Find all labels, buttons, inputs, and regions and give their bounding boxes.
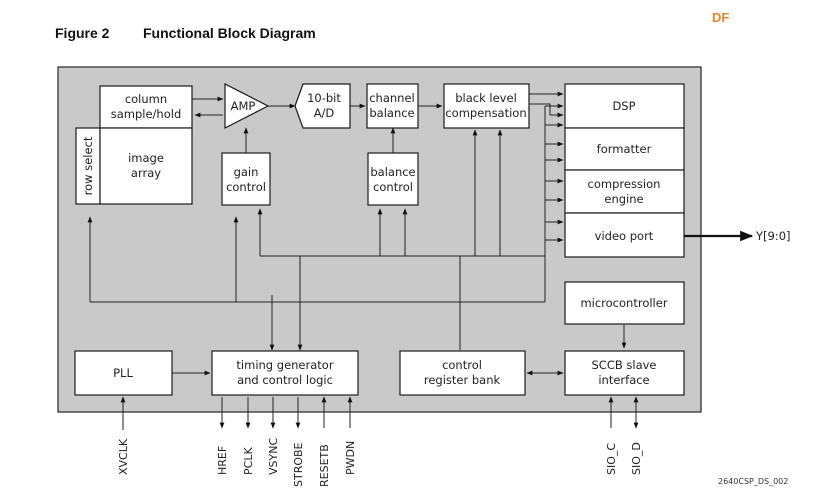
pin-xvclk: XVCLK xyxy=(117,438,130,475)
svg-text:black level: black level xyxy=(455,91,517,105)
svg-text:compensation: compensation xyxy=(445,106,526,120)
amp-block: AMP xyxy=(224,83,270,129)
svg-text:control: control xyxy=(373,180,413,194)
svg-text:A/D: A/D xyxy=(314,106,335,120)
svg-text:gain: gain xyxy=(234,165,259,179)
svg-text:AMP: AMP xyxy=(231,99,256,113)
svg-text:DSP: DSP xyxy=(612,99,635,113)
column-sample-hold-block: column sample/hold xyxy=(99,85,193,129)
pin-labels: XVCLK HREF PCLK VSYNC STROBE RESETB PWDN… xyxy=(117,438,643,487)
figure-title: Functional Block Diagram xyxy=(143,25,316,41)
svg-text:compression: compression xyxy=(588,177,661,191)
svg-text:register bank: register bank xyxy=(424,373,501,387)
figure-number: Figure 2 xyxy=(55,25,110,41)
svg-text:10-bit: 10-bit xyxy=(307,91,341,105)
svg-text:formatter: formatter xyxy=(597,142,652,156)
black-level-compensation-block: black level compensation xyxy=(443,83,530,129)
svg-text:control: control xyxy=(226,180,266,194)
svg-text:channel: channel xyxy=(369,91,415,105)
svg-text:microcontroller: microcontroller xyxy=(580,296,667,310)
video-port-block: video port xyxy=(564,212,685,258)
pin-strobe: STROBE xyxy=(292,442,305,487)
gain-control-block: gain control xyxy=(221,152,271,206)
svg-text:video port: video port xyxy=(595,229,654,243)
logo: DF xyxy=(712,10,729,25)
pin-pwdn: PWDN xyxy=(344,441,357,475)
svg-text:engine: engine xyxy=(604,192,643,206)
timing-generator-block: timing generator and control logic xyxy=(211,350,359,396)
row-select-block: row select xyxy=(75,127,101,205)
channel-balance-block: channel balance xyxy=(366,83,419,129)
pin-resetb: RESETB xyxy=(318,444,331,487)
dsp-block: DSP xyxy=(564,83,685,129)
signal-lines xyxy=(87,91,754,430)
image-array-block: image array xyxy=(99,127,193,205)
svg-text:row select: row select xyxy=(81,136,95,195)
adc-block: 10-bit A/D xyxy=(294,83,351,129)
svg-text:PLL: PLL xyxy=(113,366,133,380)
output-label: Y[9:0] xyxy=(755,229,791,243)
pll-block: PLL xyxy=(74,350,173,396)
svg-text:column: column xyxy=(125,92,167,106)
pin-href: HREF xyxy=(216,446,229,475)
control-register-bank-block: control register bank xyxy=(399,350,526,396)
pin-sio-d: SIO_D xyxy=(630,442,643,475)
compression-engine-block: compression engine xyxy=(564,169,685,214)
pin-sio-c: SIO_C xyxy=(605,443,618,475)
microcontroller-block: microcontroller xyxy=(564,281,685,325)
svg-text:timing generator: timing generator xyxy=(236,358,333,372)
formatter-block: formatter xyxy=(564,127,685,171)
svg-text:array: array xyxy=(131,166,161,180)
svg-text:and control logic: and control logic xyxy=(237,373,333,387)
svg-text:balance: balance xyxy=(370,165,415,179)
svg-text:image: image xyxy=(128,151,164,165)
svg-text:SCCB slave: SCCB slave xyxy=(591,358,656,372)
pin-pclk: PCLK xyxy=(242,447,255,475)
svg-text:control: control xyxy=(442,358,482,372)
balance-control-block: balance control xyxy=(367,152,419,206)
svg-text:sample/hold: sample/hold xyxy=(111,107,182,121)
svg-text:interface: interface xyxy=(598,373,649,387)
document-code: 2640CSP_DS_002 xyxy=(718,477,788,486)
sccb-slave-interface-block: SCCB slave interface xyxy=(564,350,685,396)
svg-text:balance: balance xyxy=(369,106,414,120)
pin-vsync: VSYNC xyxy=(267,438,280,475)
